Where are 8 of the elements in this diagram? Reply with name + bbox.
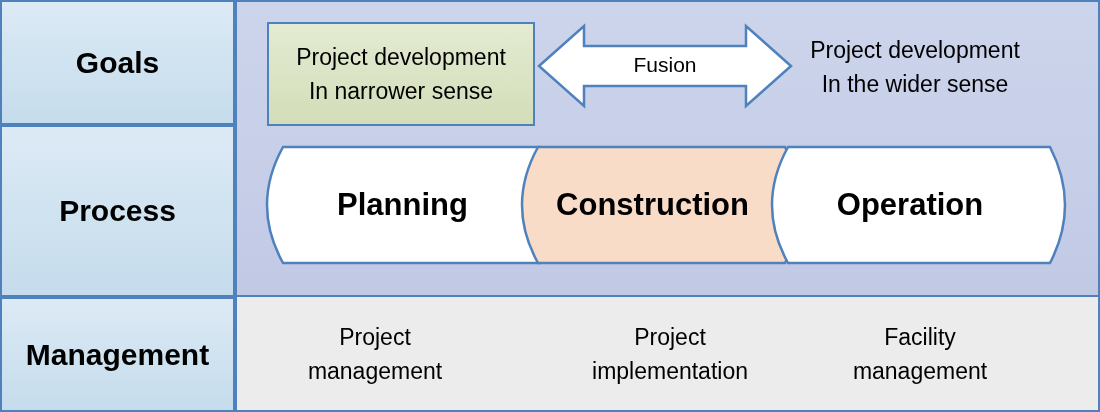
goal-text: Project development In the wider sense — [795, 14, 1035, 120]
row-header: Management — [0, 297, 235, 412]
management-label: Project management — [306, 323, 444, 386]
management-label: Facility management — [851, 323, 989, 386]
goal-box: Project development In narrower sense — [267, 22, 535, 126]
row-header: Process — [0, 125, 235, 297]
row-header: Goals — [0, 0, 235, 125]
management-label: Project implementation — [591, 323, 749, 386]
